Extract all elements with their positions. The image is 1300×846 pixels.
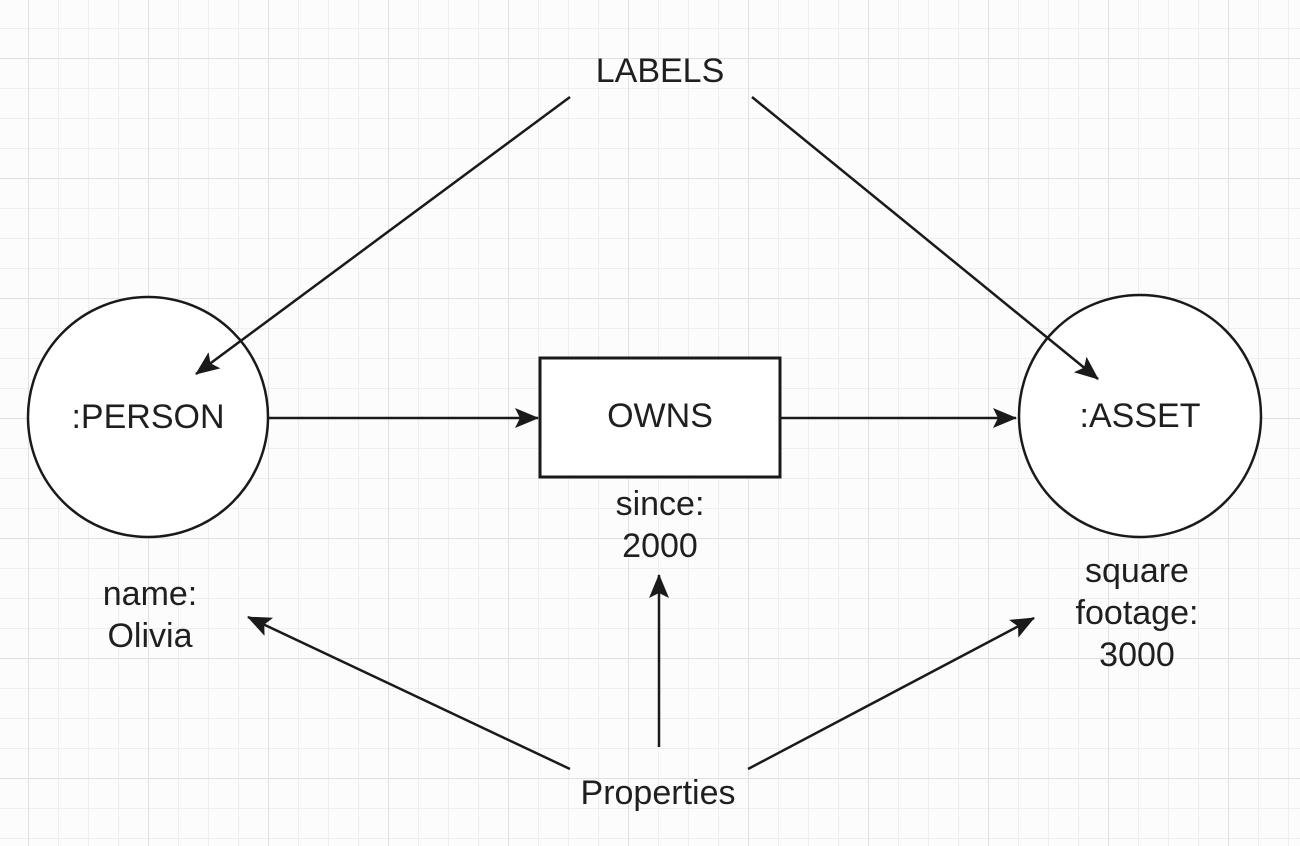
- person-property-value: Olivia: [107, 617, 193, 655]
- labels-to-asset-arrow: [751, 96, 1099, 380]
- asset-property-text: square footage: 3000: [1076, 550, 1199, 676]
- person-node-label: :PERSON: [71, 398, 225, 436]
- owns-relationship-label: OWNS: [607, 397, 713, 435]
- labels-title: LABELS: [595, 52, 725, 90]
- person-property-key: name:: [102, 575, 198, 613]
- asset-node-label: :ASSET: [1079, 397, 1201, 435]
- person-property-text: name: Olivia: [103, 573, 198, 657]
- owns-property-key: since:: [615, 485, 705, 523]
- properties-to-footage-arrow: [747, 616, 1035, 771]
- labels-to-person-arrow: [195, 95, 571, 376]
- properties-title: Properties: [580, 774, 736, 812]
- owns-relationship-box: [538, 356, 782, 479]
- owns-property-text: since: 2000: [616, 483, 705, 567]
- asset-node-circle: [1017, 293, 1263, 539]
- asset-property-key-line2: footage:: [1075, 594, 1199, 632]
- asset-property-value: 3000: [1099, 636, 1175, 674]
- asset-property-key-line1: square: [1085, 552, 1189, 590]
- owns-property-value: 2000: [622, 527, 698, 565]
- properties-to-name-arrow: [247, 615, 571, 771]
